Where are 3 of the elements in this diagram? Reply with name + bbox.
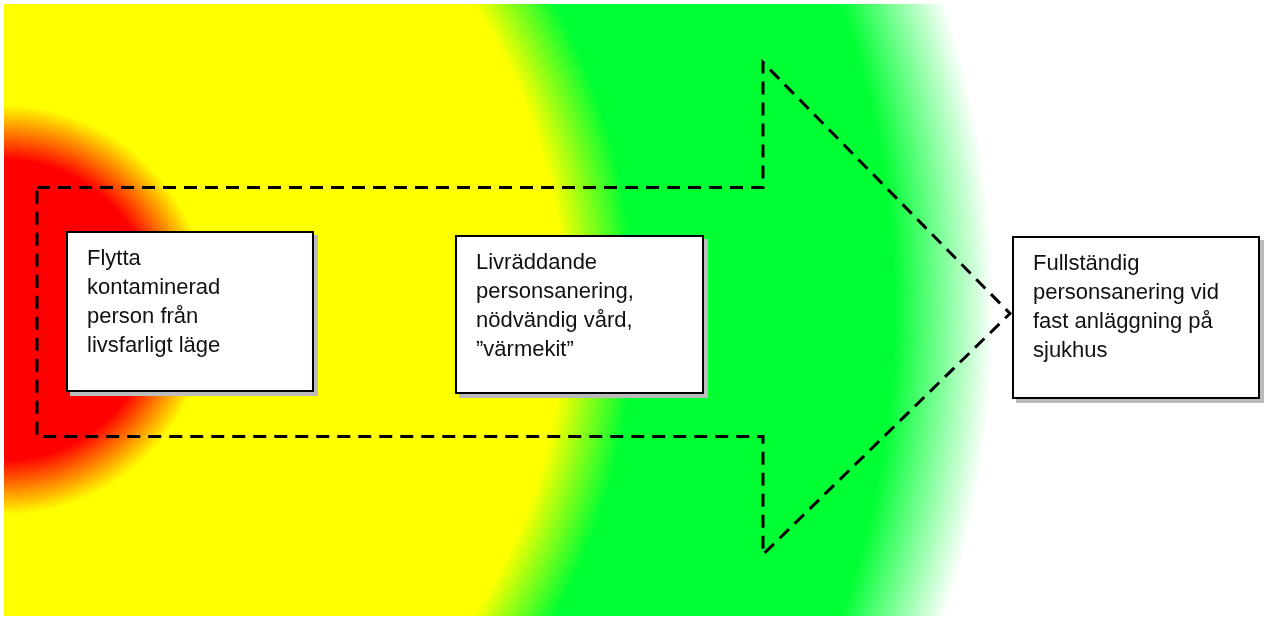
- box-text: Fullständig personsanering vid fast anläggning på sjukhus: [1033, 249, 1220, 364]
- box-text: Livräddande personsanering, nödvändig vård, ”värmekit”: [476, 248, 635, 363]
- box-text: Flytta kontaminerad person från livsfarligt läge: [87, 244, 222, 359]
